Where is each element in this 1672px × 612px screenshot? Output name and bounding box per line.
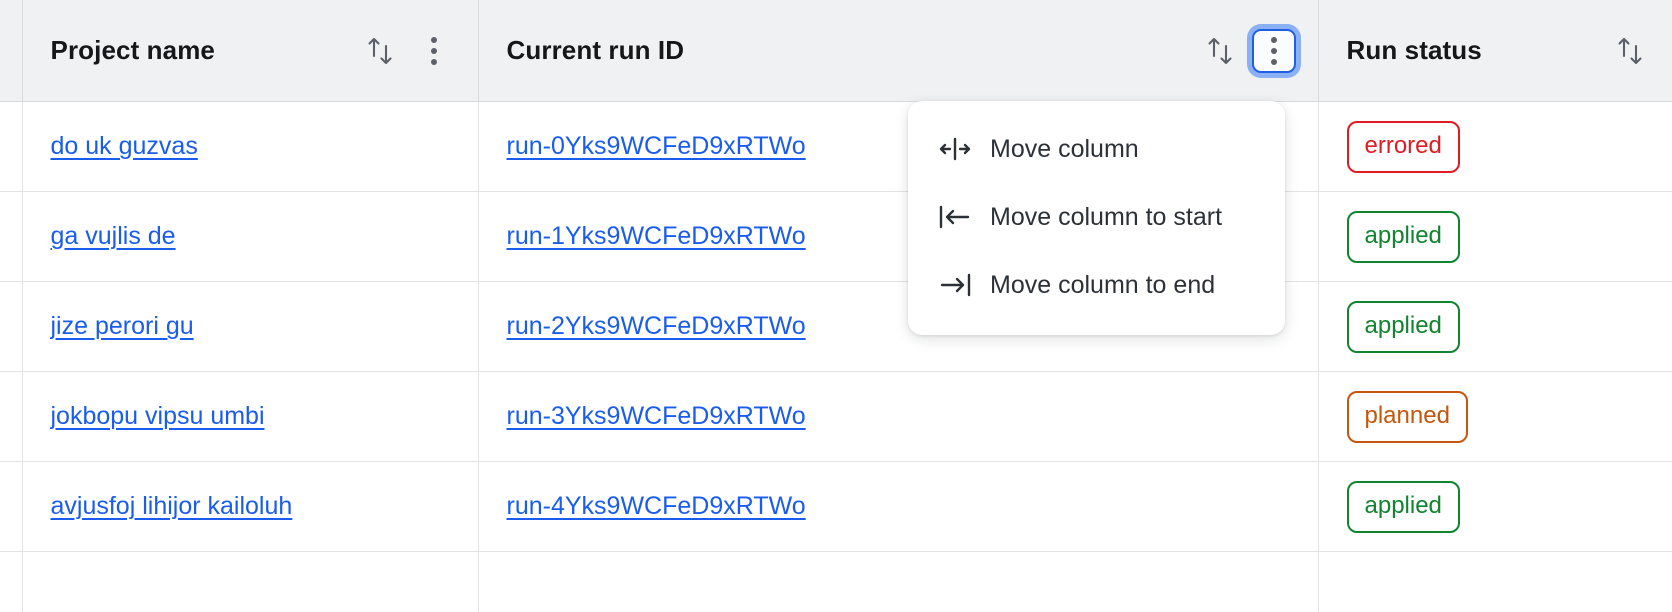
status-badge: planned (1346, 390, 1468, 443)
cell-run-status: errored (1318, 101, 1672, 192)
row-gutter-cell (0, 281, 23, 372)
menu-item-move-column-to-start[interactable]: Move column to start (908, 183, 1285, 251)
run-id-link[interactable]: run-3Yks9WCFeD9xRTWo (506, 402, 806, 430)
row-gutter-cell (0, 101, 23, 192)
sort-arrows-icon (365, 34, 395, 68)
cell-run-status: applied (1318, 281, 1672, 372)
menu-item-label: Move column to start (990, 202, 1223, 231)
table-row: avjusfoj lihijor kailoluh run-4Yks9WCFeD… (0, 461, 1672, 552)
cell-project-name: ga vujlis de (22, 191, 479, 282)
header-cell-project-name: Project name (22, 0, 479, 102)
project-name-link[interactable]: jokbopu vipsu umbi (50, 402, 265, 430)
status-badge: applied (1346, 210, 1460, 263)
column-menu-button-project-name[interactable] (412, 29, 456, 73)
row-gutter-cell (0, 191, 23, 282)
table-row: ga vujlis de run-1Yks9WCFeD9xRTWo applie… (0, 191, 1672, 282)
project-name-link[interactable]: do uk guzvas (50, 132, 198, 160)
kebab-menu-icon (1270, 36, 1277, 65)
move-column-icon (938, 134, 972, 164)
cell-current-run-id: run-4Yks9WCFeD9xRTWo (478, 461, 1319, 552)
project-name-link[interactable]: jize perori gu (50, 312, 194, 340)
table-row: do uk guzvas run-0Yks9WCFeD9xRTWo errore… (0, 101, 1672, 192)
table-row-partial (0, 551, 1672, 612)
cell-project-name: jokbopu vipsu umbi (22, 371, 479, 462)
sort-arrows-icon (1615, 34, 1645, 68)
header-label-run-status: Run status (1346, 35, 1482, 65)
header-label-current-run-id: Current run ID (506, 35, 685, 65)
cell-current-run-id: run-3Yks9WCFeD9xRTWo (478, 371, 1319, 462)
kebab-menu-icon (430, 36, 437, 65)
row-gutter-cell (0, 551, 23, 612)
menu-item-move-column[interactable]: Move column (908, 115, 1285, 183)
header-cell-gutter (0, 0, 23, 102)
header-cell-current-run-id: Current run ID (478, 0, 1319, 102)
status-badge: applied (1346, 480, 1460, 533)
move-column-to-end-icon (938, 270, 972, 300)
menu-item-move-column-to-end[interactable]: Move column to end (908, 251, 1285, 319)
status-badge: applied (1346, 300, 1460, 353)
menu-item-label: Move column to end (990, 270, 1216, 299)
cell-run-status: planned (1318, 371, 1672, 462)
move-column-to-start-icon (938, 202, 972, 232)
cell-project-name: do uk guzvas (22, 101, 479, 192)
table-header: Project name (0, 0, 1672, 102)
run-id-link[interactable]: run-1Yks9WCFeD9xRTWo (506, 222, 806, 250)
table-row: jokbopu vipsu umbi run-3Yks9WCFeD9xRTWo … (0, 371, 1672, 462)
project-name-link[interactable]: avjusfoj lihijor kailoluh (50, 492, 293, 520)
header-label-project-name: Project name (50, 35, 215, 65)
status-badge: errored (1346, 120, 1460, 173)
table-body: do uk guzvas run-0Yks9WCFeD9xRTWo errore… (0, 101, 1672, 612)
run-id-link[interactable]: run-2Yks9WCFeD9xRTWo (506, 312, 806, 340)
sort-arrows-icon (1205, 34, 1235, 68)
cell-project-name (22, 551, 479, 612)
row-gutter-cell (0, 371, 23, 462)
sort-button-run-status[interactable] (1610, 29, 1650, 73)
cell-run-status: applied (1318, 461, 1672, 552)
column-options-menu: Move column Move column to start Move co… (908, 101, 1285, 335)
sort-button-project-name[interactable] (360, 29, 400, 73)
menu-item-label: Move column (990, 134, 1139, 163)
cell-run-status: applied (1318, 191, 1672, 282)
sort-button-current-run-id[interactable] (1200, 29, 1240, 73)
run-id-link[interactable]: run-4Yks9WCFeD9xRTWo (506, 492, 806, 520)
cell-project-name: avjusfoj lihijor kailoluh (22, 461, 479, 552)
header-cell-run-status: Run status (1318, 0, 1672, 102)
cell-current-run-id (478, 551, 1319, 612)
cell-project-name: jize perori gu (22, 281, 479, 372)
cell-run-status (1318, 551, 1672, 612)
run-id-link[interactable]: run-0Yks9WCFeD9xRTWo (506, 132, 806, 160)
project-name-link[interactable]: ga vujlis de (50, 222, 176, 250)
table-row: jize perori gu run-2Yks9WCFeD9xRTWo appl… (0, 281, 1672, 372)
table-header-row: Project name (0, 0, 1672, 102)
row-gutter-cell (0, 461, 23, 552)
column-menu-button-current-run-id[interactable] (1251, 28, 1296, 73)
